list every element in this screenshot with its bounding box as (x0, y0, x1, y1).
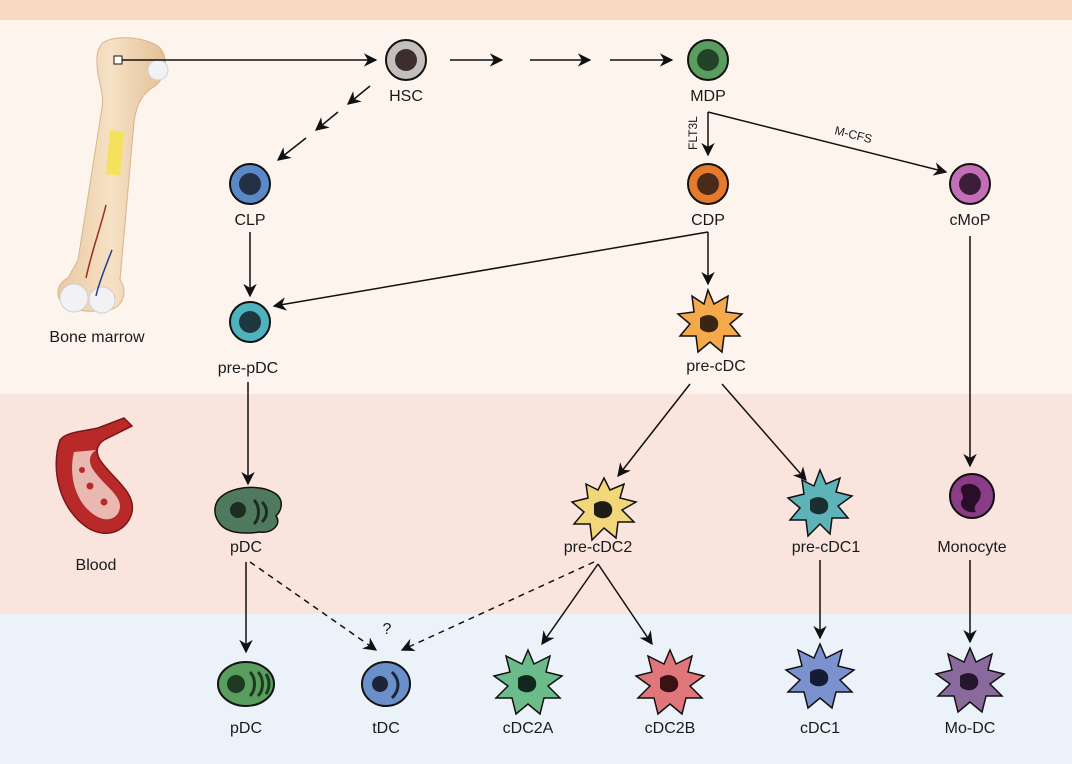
pdc-label: pDC (230, 720, 262, 737)
cdc2b-cell (634, 648, 706, 716)
pre-cdc1-cell (786, 467, 854, 538)
hsc-cell (385, 39, 427, 81)
pdc-cell (217, 661, 275, 707)
arrow-cdp-prepdc (272, 231, 709, 311)
pdc-blood-label: pDC (230, 539, 262, 556)
pre-pdc-cell (229, 301, 271, 343)
arrow-hsc-clp-3 (276, 137, 307, 161)
blood-vessel-icon (55, 417, 134, 534)
cmop-cell (949, 163, 991, 205)
pre-cdc1-label: pre-cDC1 (792, 539, 861, 556)
uncertain-label: ? (383, 621, 392, 638)
cdc2a-label: cDC2A (503, 720, 554, 737)
clp-cell (229, 163, 271, 205)
mdp-label: MDP (690, 88, 726, 105)
cdc1-cell (784, 642, 856, 710)
tdc-cell (361, 661, 411, 707)
flt3l-label: FLT3L (686, 116, 700, 150)
cdc1-label: cDC1 (800, 720, 840, 737)
arrow-precdc-precdc1 (721, 383, 807, 482)
bone-marrow-band (0, 20, 1072, 394)
blood-label: Blood (76, 557, 117, 574)
clp-label: CLP (234, 212, 265, 229)
cmop-label: cMoP (950, 212, 991, 229)
pdc-blood-cell (214, 486, 282, 534)
cdc2a-cell (492, 648, 564, 716)
arrow-pdc-tdc (249, 561, 378, 651)
hsc-label: HSC (389, 88, 423, 105)
arrow-hsc-clp-1 (346, 85, 371, 105)
bone-marrow-label: Bone marrow (49, 329, 145, 346)
arrow-precdc2-cdc2a (541, 563, 599, 646)
pre-cdc2-label: pre-cDC2 (564, 539, 633, 556)
mo-dc-cell (934, 646, 1006, 714)
arrow-precdc2-cdc2b (597, 563, 653, 646)
cdp-label: CDP (691, 212, 725, 229)
arrow-hsc-clp-2 (314, 111, 339, 131)
pre-cdc-label: pre-cDC (686, 358, 746, 375)
arrow-precdc2-tdc (400, 561, 595, 652)
mo-dc-label: Mo-DC (945, 720, 996, 737)
bone-icon (57, 37, 169, 314)
mdp-cell (687, 39, 729, 81)
pre-cdc-cell (676, 287, 744, 354)
tdc-label: tDC (372, 720, 400, 737)
pre-cdc2-cell (570, 476, 638, 542)
pre-pdc-label: pre-pDC (218, 360, 278, 377)
cdp-cell (687, 163, 729, 205)
arrow-precdc-precdc2 (617, 383, 691, 478)
lineage-arrows (122, 53, 977, 654)
cdc2b-label: cDC2B (645, 720, 696, 737)
top-strip (0, 0, 1072, 20)
arrow-mdp-cmop (707, 111, 948, 176)
blood-band (0, 394, 1072, 614)
monocyte-cell (949, 473, 995, 519)
monocyte-label: Monocyte (937, 539, 1006, 556)
